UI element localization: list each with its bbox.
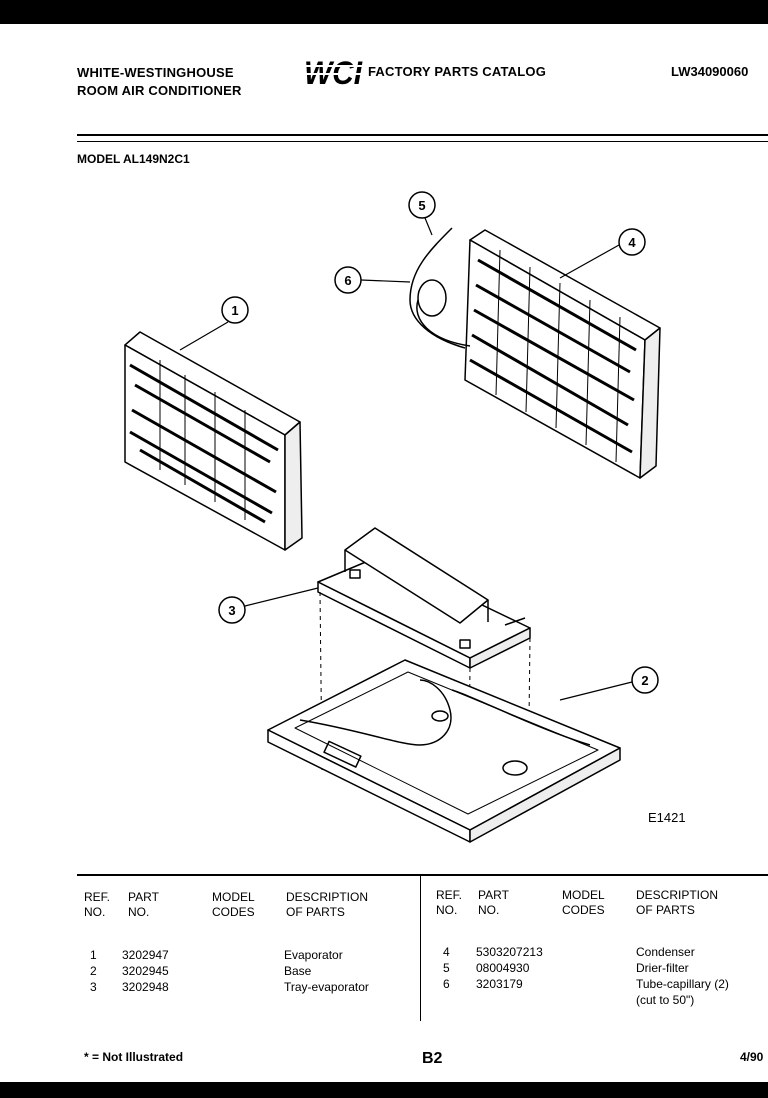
header-rule [77,134,768,136]
base-pan [267,659,621,843]
brand-line-2: ROOM AIR CONDITIONER [77,83,242,98]
top-black-bar [0,0,768,24]
condenser-coil [464,229,661,479]
table-row-ref: 2 [90,964,97,978]
model-number: MODEL AL149N2C1 [77,152,190,166]
document-number: LW34090060 [671,64,749,79]
page-number: B2 [422,1050,443,1067]
bottom-black-bar [0,1082,768,1098]
callout-5-label: 5 [418,198,425,213]
callout-6-label: 6 [344,273,351,288]
table-row-part: 3202947 [122,948,169,962]
callout-3: 3 [218,587,319,624]
brand-line-1: WHITE-WESTINGHOUSE [77,65,234,80]
table-top-rule [77,874,768,876]
wci-logo: WCI [302,55,364,91]
header-ref-right: REF.NO. [436,888,463,917]
table-row-ref: 4 [443,945,450,959]
header-ref-left: REF.NO. [84,890,111,919]
figure-id: E1421 [648,810,686,825]
table-column-divider [420,876,421,1021]
table-row-ref: 5 [443,961,450,975]
evaporator-tray [317,527,531,669]
not-illustrated-note: * = Not Illustrated [84,1050,184,1064]
callout-3-label: 3 [228,603,235,618]
exploded-parts-diagram: 1 2 3 4 5 6 E1421 [124,191,686,843]
callout-4-label: 4 [628,235,636,250]
table-row-part: 5303207213 [476,945,543,959]
catalog-date: 4/90 [740,1050,764,1064]
table-row-desc-continued: (cut to 50") [636,993,695,1007]
evaporator-coil [124,331,303,551]
callout-2: 2 [559,666,659,701]
capillary-tube-and-drier [409,227,471,349]
table-row-desc: Evaporator [284,948,343,962]
callout-4: 4 [559,228,646,279]
table-row-part: 3203179 [476,977,523,991]
table-row-desc: Drier-filter [636,961,689,975]
table-row-desc: Tray-evaporator [284,980,369,994]
table-row-ref: 1 [90,948,97,962]
table-row-desc: Condenser [636,945,695,959]
brand-block: WHITE-WESTINGHOUSE ROOM AIR CONDITIONER [77,64,242,100]
header-rule-thin [77,141,768,142]
callout-1: 1 [179,296,249,351]
table-row-part: 3202945 [122,964,169,978]
table-row-part: 08004930 [476,961,530,975]
callout-2-label: 2 [641,673,648,688]
table-row-ref: 6 [443,977,450,991]
callout-5: 5 [408,191,436,236]
table-row-desc: Base [284,964,312,978]
table-row-part: 3202948 [122,980,169,994]
catalog-title: FACTORY PARTS CATALOG [368,64,547,79]
table-row-desc: Tube-capillary (2) [636,977,729,991]
table-row-ref: 3 [90,980,97,994]
callout-6: 6 [334,266,411,294]
callout-1-label: 1 [231,303,238,318]
